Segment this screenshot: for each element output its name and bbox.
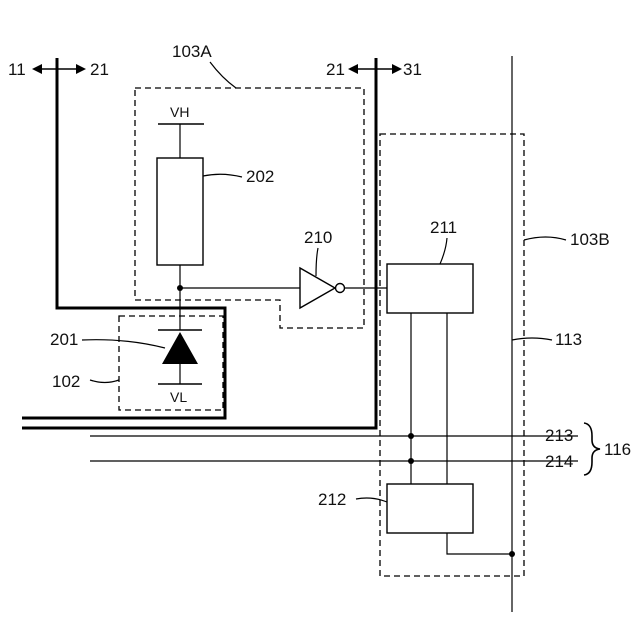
label-21-left: 21 (90, 60, 109, 79)
junction-node-113 (509, 551, 515, 557)
leader-102 (90, 380, 119, 383)
label-202: 202 (246, 167, 274, 186)
label-21-right: 21 (326, 60, 345, 79)
label-103A: 103A (172, 42, 212, 61)
label-31: 31 (403, 60, 422, 79)
leader-212 (356, 498, 387, 502)
label-116: 116 (604, 440, 631, 459)
label-214: 214 (545, 452, 573, 471)
label-212: 212 (318, 490, 346, 509)
diode-201 (162, 332, 198, 364)
inverter-210 (300, 268, 335, 308)
brace-116 (584, 423, 600, 475)
leader-202 (203, 174, 242, 177)
junction-node-214 (408, 458, 414, 464)
junction-node-213 (408, 433, 414, 439)
inverter-bubble (336, 284, 345, 293)
label-213: 213 (545, 426, 573, 445)
leader-113 (512, 338, 552, 340)
resistor-202 (157, 158, 203, 265)
label-113: 113 (555, 330, 582, 349)
label-102: 102 (52, 372, 80, 391)
label-211: 211 (430, 218, 457, 237)
leader-210 (316, 248, 318, 276)
block-212 (387, 484, 473, 533)
arrow-11-21 (32, 58, 86, 74)
label-VL: VL (170, 389, 187, 405)
leader-103A (210, 62, 236, 88)
leader-211 (440, 238, 447, 264)
label-VH: VH (170, 104, 189, 120)
label-201: 201 (50, 330, 78, 349)
leader-201 (82, 340, 165, 348)
label-210: 210 (304, 228, 332, 247)
wire-212-113 (447, 533, 512, 554)
block-211 (387, 264, 473, 313)
leader-103B (524, 237, 566, 240)
label-11: 11 (8, 60, 26, 79)
label-103B: 103B (570, 230, 610, 249)
